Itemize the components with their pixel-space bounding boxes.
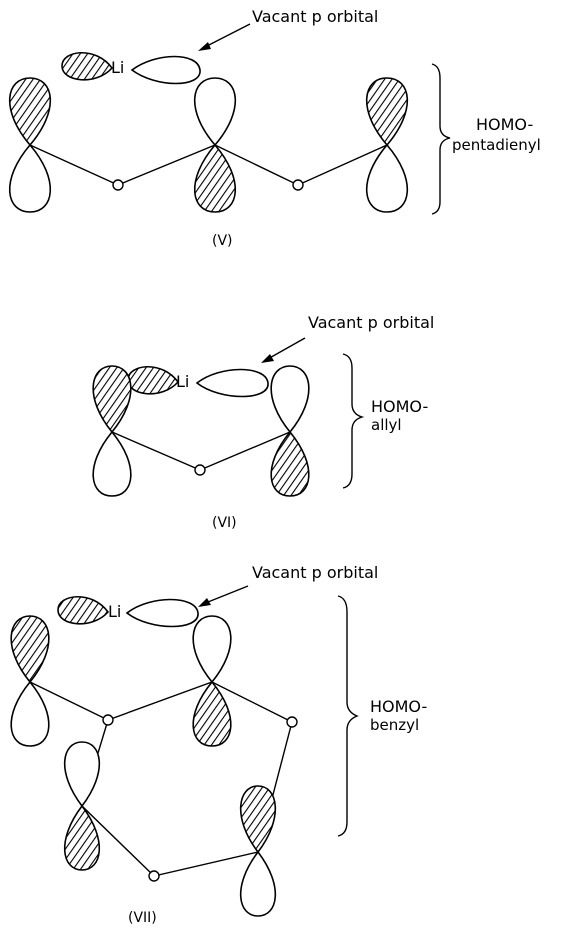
caption: (VII) — [128, 910, 157, 926]
p-orbital-lobe — [270, 430, 310, 497]
p-orbital-lobe — [365, 77, 409, 147]
vacant-label: Vacant p orbital — [252, 7, 378, 26]
node-atom — [292, 179, 304, 191]
node-atom — [194, 464, 206, 476]
homo-bracket — [342, 353, 365, 489]
arrow-head — [261, 354, 274, 363]
p-orbital-lobe — [192, 680, 232, 747]
carbon-chain — [111, 431, 291, 471]
homo-type-label: allyl — [371, 416, 402, 434]
homo-type-label: benzyl — [370, 716, 419, 734]
p-orbital-lobe — [63, 741, 101, 808]
carbon-chain — [29, 681, 293, 723]
p-orbital-lobe — [239, 850, 277, 917]
p-orbital-lobe — [8, 143, 52, 213]
p-orbital-lobe — [8, 77, 52, 147]
li-label: Li — [108, 602, 121, 621]
arrow-line — [202, 585, 249, 605]
p-orbital-lobe — [270, 365, 310, 434]
p-orbital-lobe — [92, 430, 132, 497]
p-orbital-lobe — [92, 365, 132, 434]
homo-label: HOMO- — [371, 397, 428, 416]
homo-label: HOMO- — [476, 115, 533, 134]
li-hatched-lobe — [57, 596, 110, 625]
caption: (VI) — [212, 515, 237, 531]
vacant-label: Vacant p orbital — [252, 563, 378, 582]
li-hatched-lobe — [127, 366, 180, 395]
p-orbital-lobe — [192, 615, 232, 684]
arrow-head — [198, 598, 211, 607]
homo-bracket — [337, 595, 359, 837]
p-orbital-lobe — [193, 143, 237, 213]
arrow-line — [202, 23, 251, 49]
p-orbital-lobe — [10, 615, 50, 684]
homo-bracket — [431, 63, 451, 215]
node-atom — [148, 870, 160, 882]
p-orbital-lobe — [63, 804, 101, 871]
li-label: Li — [111, 58, 124, 77]
p-orbital-lobe — [239, 785, 277, 854]
homo-type-label: pentadienyl — [452, 136, 541, 154]
li-hatched-lobe — [61, 52, 114, 81]
li-label: Li — [176, 372, 189, 391]
vacant-lobe — [125, 598, 199, 628]
arrow-head — [198, 42, 211, 51]
diagram-v: Li Vacant p orbital HOMO- pentadienyl (V… — [8, 7, 541, 249]
node-atom — [286, 716, 298, 728]
homo-label: HOMO- — [370, 697, 427, 716]
vacant-lobe — [130, 55, 201, 85]
vacant-label: Vacant p orbital — [308, 313, 434, 332]
node-atom — [112, 179, 124, 191]
arrow-line — [265, 337, 306, 361]
p-orbital-lobe — [365, 143, 409, 213]
caption: (V) — [212, 233, 233, 249]
diagram-vii: Li Vacant p orbital HOMO- benzyl (VII) — [10, 563, 427, 926]
vacant-lobe — [195, 368, 269, 398]
p-orbital-lobe — [193, 77, 237, 147]
diagram-vi: Li Vacant p orbital HOMO- allyl (VI) — [92, 313, 434, 531]
p-orbital-lobe — [10, 680, 50, 747]
node-atom — [102, 714, 114, 726]
